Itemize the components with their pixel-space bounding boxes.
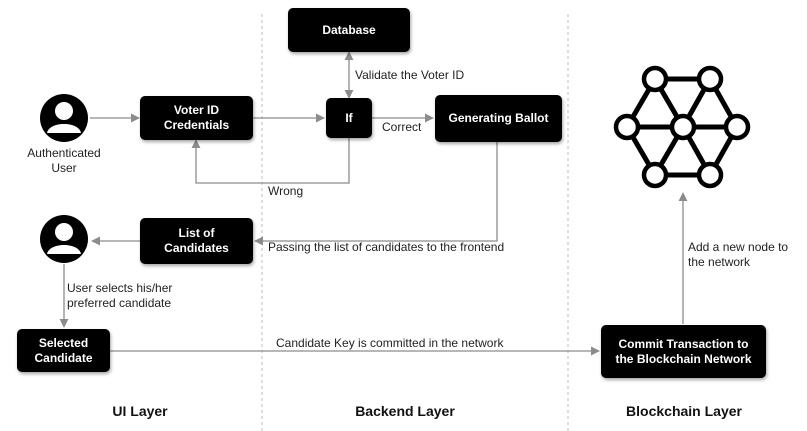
user-selects-label: User selects his/her preferred candidate [67, 281, 173, 310]
user-avatar-icon [40, 215, 88, 263]
database-box: Database [288, 8, 410, 52]
user-avatar-icon [40, 94, 88, 142]
generating-ballot-box: Generating Ballot [435, 95, 562, 142]
ui-layer-title: UI Layer [112, 403, 168, 419]
correct-label: Correct [382, 120, 422, 134]
voter-id-credentials-box: Voter ID Credentials [140, 96, 253, 140]
wrong-label: Wrong [268, 184, 304, 198]
candidate-key-label: Candidate Key is committed in the networ… [276, 336, 504, 350]
selected-candidate-box: Selected Candidate [17, 329, 110, 372]
backend-layer-title: Backend Layer [355, 403, 455, 419]
commit-transaction-box: Commit Transaction to the Blockchain Net… [601, 325, 766, 378]
blockchain-network-icon [613, 65, 751, 189]
if-decision-box: If [326, 98, 372, 138]
passing-candidates-label: Passing the list of candidates to the fr… [268, 240, 505, 254]
arrow-ballot-to-list [254, 142, 498, 246]
validate-voter-id-label: Validate the Voter ID [355, 68, 465, 82]
arrow-wrong-loop [191, 138, 350, 184]
list-of-candidates-box: List of Candidates [140, 218, 253, 264]
add-node-label: Add a new node to the network [688, 240, 789, 269]
blockchain-layer-title: Blockchain Layer [626, 403, 742, 419]
authenticated-user-label: Authenticated User [27, 146, 101, 175]
